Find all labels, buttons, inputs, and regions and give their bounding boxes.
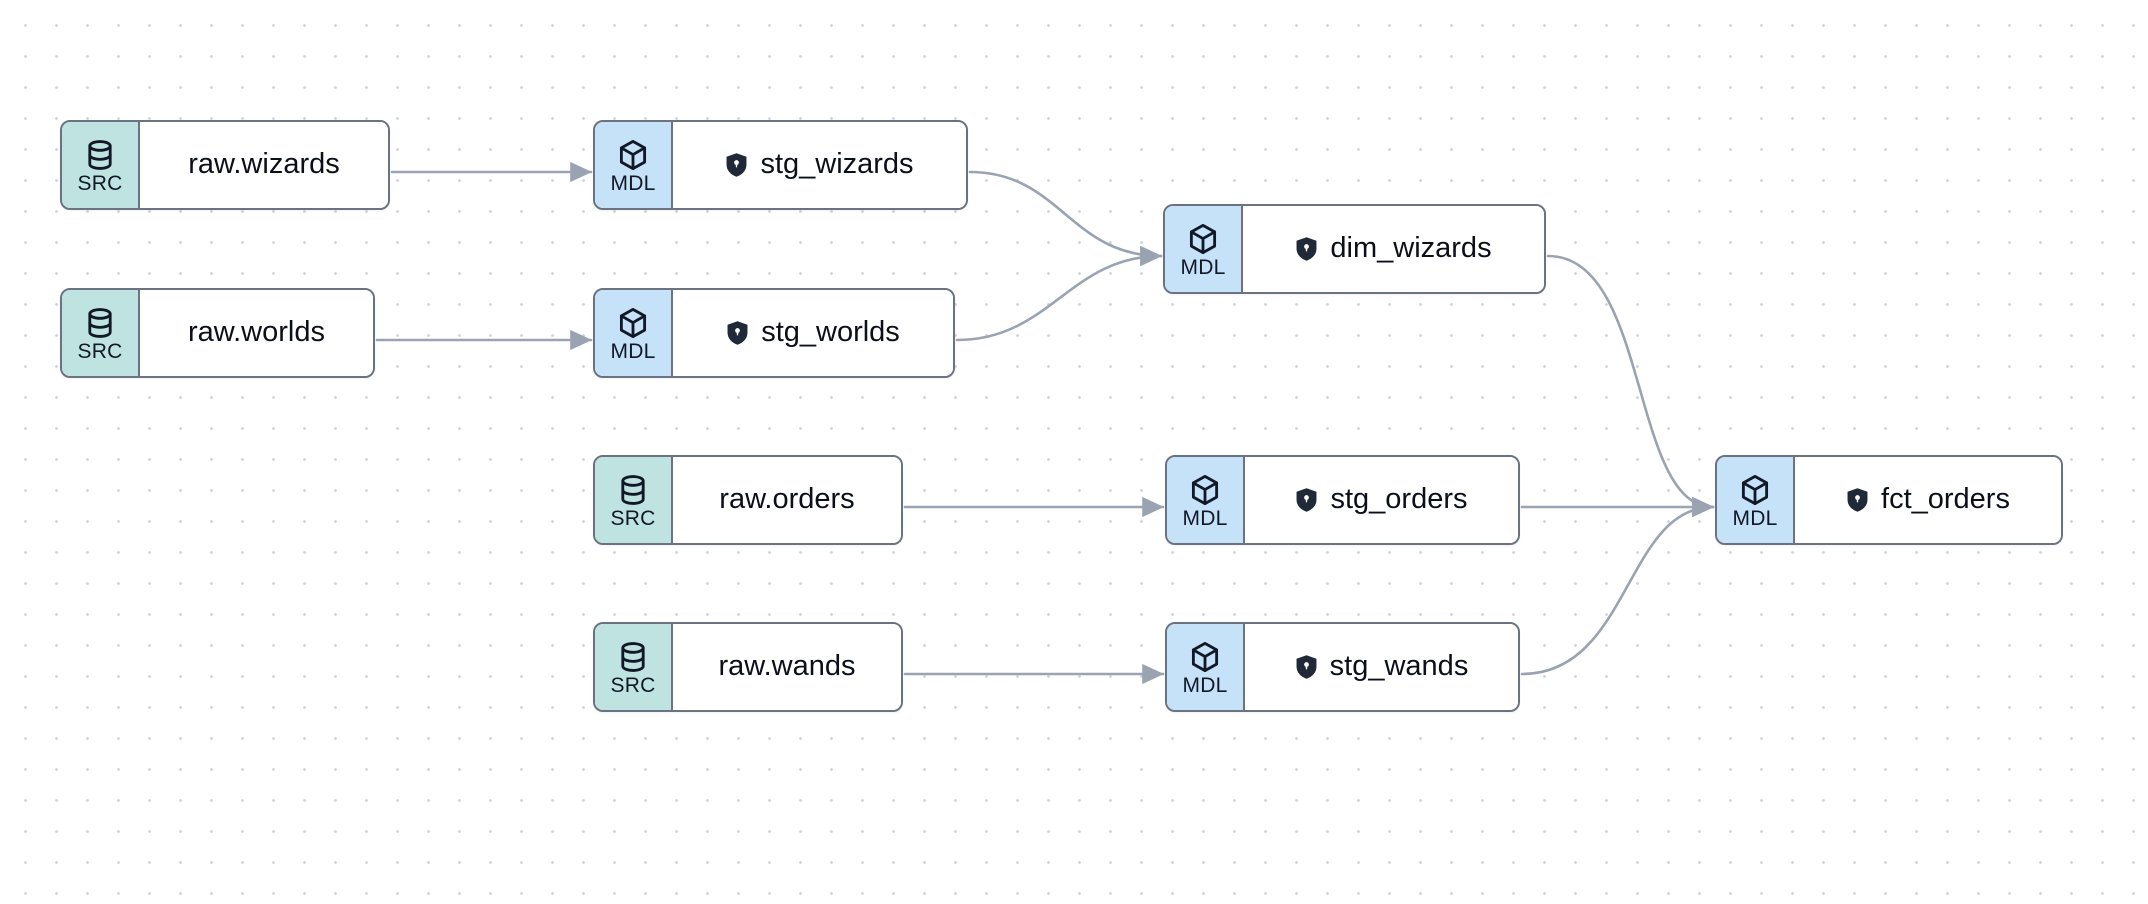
node-label-raw_wizards: raw.wizards: [188, 148, 340, 181]
database-icon: [616, 473, 650, 507]
shield-lock-icon: [1295, 236, 1318, 262]
lineage-node-raw_wands[interactable]: SRC raw.wands: [593, 622, 903, 712]
node-label-stg_wizards: stg_wizards: [760, 148, 914, 181]
lineage-node-fct_orders[interactable]: MDL fct_orders: [1715, 455, 2063, 545]
node-label-dim_wizards: dim_wizards: [1330, 232, 1492, 265]
node-type-label-raw_orders: SRC: [610, 507, 656, 530]
node-label-fct_orders: fct_orders: [1881, 483, 2010, 516]
shield-lock-icon: [726, 320, 749, 346]
database-icon: [83, 138, 117, 172]
shield-lock-icon: [1295, 654, 1318, 680]
node-body: raw.wands: [673, 624, 901, 710]
node-body: stg_wands: [1245, 624, 1518, 710]
node-type-badge-src: SRC: [595, 457, 673, 543]
lineage-node-stg_wands[interactable]: MDL stg_wands: [1165, 622, 1520, 712]
node-type-badge-src: SRC: [62, 122, 140, 208]
node-type-label-fct_orders: MDL: [1732, 507, 1778, 530]
node-type-label-stg_orders: MDL: [1182, 507, 1228, 530]
cube-icon: [1738, 473, 1772, 507]
node-type-badge-mdl: MDL: [595, 122, 673, 208]
lineage-edge-stg_wizards-to-dim_wizards: [968, 170, 1163, 267]
shield-lock-icon: [1846, 487, 1869, 513]
cube-icon: [616, 306, 650, 340]
node-type-label-stg_wands: MDL: [1182, 674, 1228, 697]
lineage-node-stg_wizards[interactable]: MDL stg_wizards: [593, 120, 968, 210]
node-body: raw.worlds: [140, 290, 373, 376]
shield-lock-icon: [725, 152, 748, 178]
node-type-label-stg_wizards: MDL: [610, 172, 656, 195]
node-label-stg_worlds: stg_worlds: [761, 316, 900, 349]
cube-icon: [1186, 222, 1220, 256]
database-icon: [83, 306, 117, 340]
node-type-label-dim_wizards: MDL: [1180, 256, 1226, 279]
node-label-raw_orders: raw.orders: [719, 483, 855, 516]
cube-icon: [1188, 640, 1222, 674]
node-type-label-raw_worlds: SRC: [77, 340, 123, 363]
cube-icon: [1188, 473, 1222, 507]
node-type-badge-mdl: MDL: [1165, 206, 1243, 292]
node-body: stg_worlds: [673, 290, 953, 376]
lineage-edge-dim_wizards-to-fct_orders: [1546, 254, 1715, 518]
node-type-label-raw_wizards: SRC: [77, 172, 123, 195]
node-type-label-stg_worlds: MDL: [610, 340, 656, 363]
lineage-edge-stg_worlds-to-dim_wizards: [955, 245, 1163, 342]
cube-icon: [616, 138, 650, 172]
lineage-node-raw_orders[interactable]: SRC raw.orders: [593, 455, 903, 545]
node-label-stg_wands: stg_wands: [1329, 650, 1469, 683]
node-body: dim_wizards: [1243, 206, 1544, 292]
lineage-node-raw_wizards[interactable]: SRC raw.wizards: [60, 120, 390, 210]
node-body: stg_orders: [1245, 457, 1518, 543]
node-type-badge-src: SRC: [595, 624, 673, 710]
node-type-badge-mdl: MDL: [1167, 457, 1245, 543]
node-type-badge-src: SRC: [62, 290, 140, 376]
lineage-node-stg_worlds[interactable]: MDL stg_worlds: [593, 288, 955, 378]
database-icon: [616, 640, 650, 674]
node-body: stg_wizards: [673, 122, 966, 208]
node-type-badge-mdl: MDL: [1167, 624, 1245, 710]
node-type-badge-mdl: MDL: [1717, 457, 1795, 543]
node-body: fct_orders: [1795, 457, 2061, 543]
node-body: raw.orders: [673, 457, 901, 543]
node-type-badge-mdl: MDL: [595, 290, 673, 376]
node-label-stg_orders: stg_orders: [1330, 483, 1468, 516]
node-label-raw_worlds: raw.worlds: [188, 316, 325, 349]
lineage-node-raw_worlds[interactable]: SRC raw.worlds: [60, 288, 375, 378]
lineage-edge-stg_wands-to-fct_orders: [1520, 496, 1715, 676]
lineage-node-stg_orders[interactable]: MDL stg_orders: [1165, 455, 1520, 545]
lineage-node-dim_wizards[interactable]: MDL dim_wizards: [1163, 204, 1546, 294]
shield-lock-icon: [1295, 487, 1318, 513]
node-body: raw.wizards: [140, 122, 388, 208]
node-label-raw_wands: raw.wands: [718, 650, 856, 683]
node-type-label-raw_wands: SRC: [610, 674, 656, 697]
